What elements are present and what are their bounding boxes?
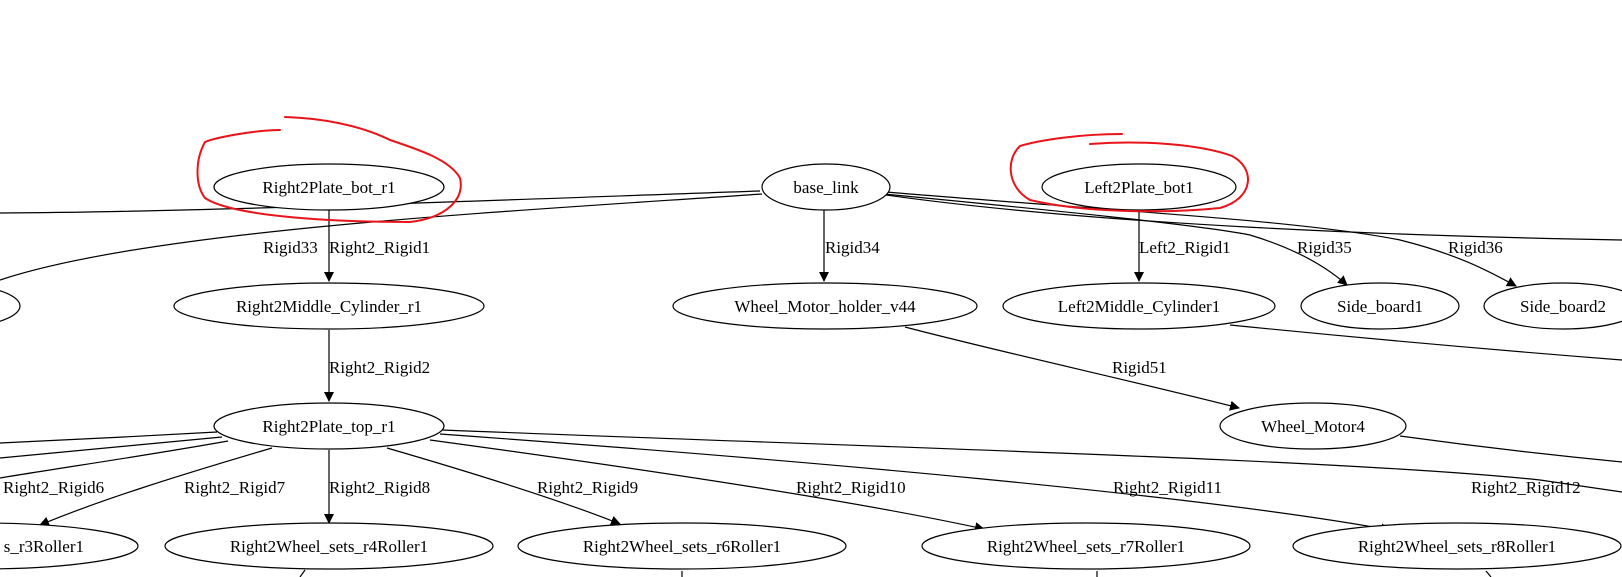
node-label-r7roller1: Right2Wheel_sets_r7Roller1 bbox=[987, 537, 1185, 556]
node-label-left2plate-bot1: Left2Plate_bot1 bbox=[1084, 178, 1194, 197]
edges bbox=[0, 190, 1622, 577]
edge-label-left2-rigid1: Left2_Rigid1 bbox=[1139, 238, 1231, 257]
node-label-right2middle-cylinder-r1: Right2Middle_Cylinder_r1 bbox=[236, 297, 422, 316]
edge-right2-rigid9 bbox=[386, 447, 621, 526]
edge-left2-middle-offscreen bbox=[1229, 324, 1622, 361]
edge-rigid51 bbox=[904, 326, 1240, 411]
edge-label-right2-rigid7: Right2_Rigid7 bbox=[184, 478, 286, 497]
edge-label-right2-rigid12: Right2_Rigid12 bbox=[1471, 478, 1581, 497]
node-label-base-link: base_link bbox=[793, 178, 859, 197]
node-label-r3roller1: s_r3Roller1 bbox=[4, 537, 84, 556]
node-label-r4roller1: Right2Wheel_sets_r4Roller1 bbox=[230, 537, 428, 556]
edge-r8roller-down bbox=[1485, 570, 1492, 577]
edge-label-rigid51: Rigid51 bbox=[1112, 358, 1167, 377]
node-label-side-board2: Side_board2 bbox=[1520, 297, 1606, 316]
edge-right2-rigid12 bbox=[441, 429, 1622, 493]
edge-label-rigid34: Rigid34 bbox=[825, 238, 880, 257]
node-r7roller1[interactable]: Right2Wheel_sets_r7Roller1 bbox=[921, 522, 1251, 570]
edge-right2-rigid6 bbox=[0, 440, 229, 479]
red-circle-right2plate-bot-r1 bbox=[196, 116, 462, 223]
node-label-wheel-motor4: Wheel_Motor4 bbox=[1261, 417, 1365, 436]
edge-label-right2-rigid9: Right2_Rigid9 bbox=[537, 478, 638, 497]
node-label-r6roller1: Right2Wheel_sets_r6Roller1 bbox=[583, 537, 781, 556]
node-wheel-motor-holder-v44[interactable]: Wheel_Motor_holder_v44 bbox=[672, 282, 978, 330]
node-left2middle-cylinder1[interactable]: Left2Middle_Cylinder1 bbox=[1002, 282, 1276, 330]
node-r8roller1[interactable]: Right2Wheel_sets_r8Roller1 bbox=[1292, 522, 1622, 570]
edge-label-rigid33: Rigid33 bbox=[263, 238, 318, 257]
node-r4roller1[interactable]: Right2Wheel_sets_r4Roller1 bbox=[164, 522, 494, 570]
edge-label-rigid36: Rigid36 bbox=[1448, 238, 1503, 257]
edge-rigid36 bbox=[885, 191, 1517, 287]
node-label-right2plate-top-r1: Right2Plate_top_r1 bbox=[262, 417, 395, 436]
node-base-link[interactable]: base_link bbox=[761, 163, 891, 211]
edge-base-to-right-offscreen bbox=[885, 194, 1622, 241]
edge-right2-rigid10 bbox=[429, 439, 985, 532]
edge-right2-rigid7 bbox=[39, 447, 273, 527]
edge-right2-rigid11 bbox=[439, 433, 1391, 534]
node-right2plate-top-r1[interactable]: Right2Plate_top_r1 bbox=[213, 402, 445, 450]
node-right2plate-bot-r1[interactable]: Right2Plate_bot_r1 bbox=[213, 163, 445, 211]
node-offscreen-left[interactable] bbox=[0, 283, 21, 329]
node-label-r8roller1: Right2Wheel_sets_r8Roller1 bbox=[1358, 537, 1556, 556]
annotations bbox=[196, 116, 1249, 223]
node-label-wheel-motor-holder-v44: Wheel_Motor_holder_v44 bbox=[734, 297, 916, 316]
node-label-side-board1: Side_board1 bbox=[1337, 297, 1423, 316]
node-r3roller1[interactable]: s_r3Roller1 bbox=[0, 522, 139, 570]
edge-label-right2-rigid1: Right2_Rigid1 bbox=[329, 238, 430, 257]
edge-label-right2-rigid11: Right2_Rigid11 bbox=[1113, 478, 1222, 497]
edge-rigid33 bbox=[0, 193, 763, 281]
edge-labels: Rigid33 Right2_Rigid1 Rigid34 Left2_Rigi… bbox=[3, 238, 1581, 497]
edge-label-right2-rigid10: Right2_Rigid10 bbox=[796, 478, 906, 497]
nodes: base_link Right2Plate_bot_r1 Left2Plate_… bbox=[0, 163, 1622, 570]
edge-top-left-offscreen-1 bbox=[0, 431, 218, 444]
node-label-right2plate-bot-r1: Right2Plate_bot_r1 bbox=[262, 178, 395, 197]
edge-r4roller-down bbox=[299, 569, 306, 577]
edge-top-left-offscreen-2 bbox=[0, 436, 223, 459]
node-side-board1[interactable]: Side_board1 bbox=[1300, 282, 1460, 330]
node-left2plate-bot1[interactable]: Left2Plate_bot1 bbox=[1041, 163, 1237, 211]
node-r6roller1[interactable]: Right2Wheel_sets_r6Roller1 bbox=[517, 522, 847, 570]
edge-wheel-motor4-offscreen bbox=[1399, 435, 1622, 463]
node-label-left2middle-cylinder1: Left2Middle_Cylinder1 bbox=[1058, 297, 1220, 316]
node-wheel-motor4[interactable]: Wheel_Motor4 bbox=[1219, 402, 1407, 450]
edge-rigid35 bbox=[883, 193, 1348, 286]
edge-label-rigid35: Rigid35 bbox=[1297, 238, 1352, 257]
node-side-board2[interactable]: Side_board2 bbox=[1483, 282, 1622, 330]
edge-label-right2-rigid8: Right2_Rigid8 bbox=[329, 478, 430, 497]
red-circle-left2plate-bot1 bbox=[1009, 133, 1249, 213]
edge-label-right2-rigid6: Right2_Rigid6 bbox=[3, 478, 104, 497]
edge-label-right2-rigid2: Right2_Rigid2 bbox=[329, 358, 430, 377]
node-right2middle-cylinder-r1[interactable]: Right2Middle_Cylinder_r1 bbox=[173, 282, 485, 330]
